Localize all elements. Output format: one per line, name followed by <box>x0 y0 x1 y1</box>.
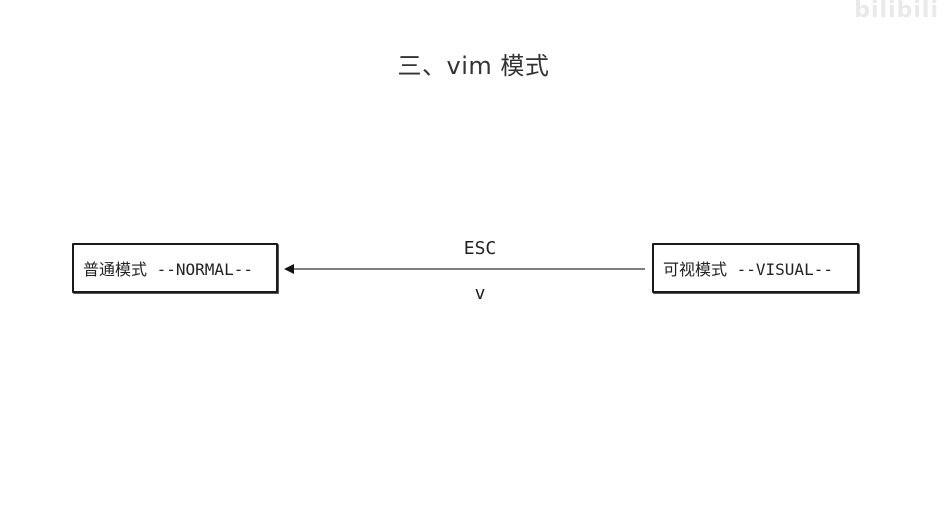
visual-mode-node: 可视模式 --VISUAL-- <box>652 243 859 293</box>
edge-label-esc: ESC <box>463 238 497 259</box>
edge-label-v: v <box>474 283 486 304</box>
bilibili-watermark: bilibili <box>854 0 939 23</box>
arrow-head <box>284 264 294 274</box>
normal-mode-node: 普通模式 --NORMAL-- <box>72 243 278 293</box>
page-title: 三、vim 模式 <box>397 52 550 80</box>
